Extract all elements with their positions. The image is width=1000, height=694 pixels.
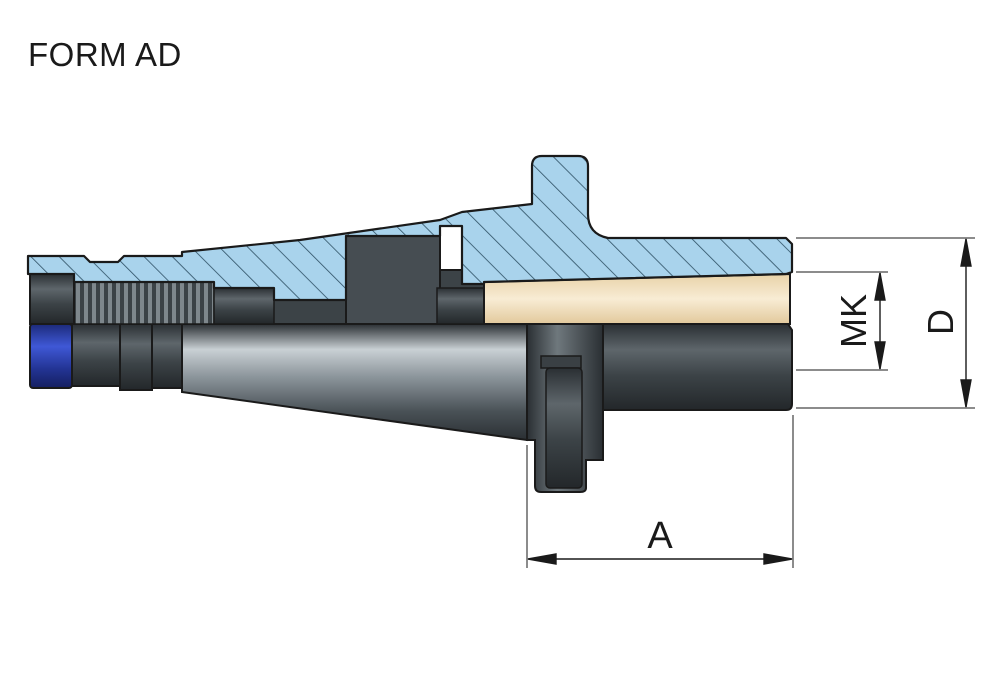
dimension-a — [527, 553, 793, 565]
blue-end-ring — [29, 323, 73, 389]
dimension-d — [960, 238, 972, 408]
label-mk: MK — [833, 294, 874, 348]
inner-sleeve — [213, 287, 275, 325]
retention-ring-3 — [151, 323, 183, 389]
label-d: D — [920, 309, 961, 335]
flange-slot — [540, 355, 582, 369]
flange-tooth — [545, 367, 583, 489]
front-cylinder-lower — [602, 323, 793, 411]
rear-nut — [29, 273, 75, 325]
taper-shank — [181, 323, 528, 442]
dimension-extension-lines — [526, 237, 975, 568]
dimension-mk — [874, 272, 886, 370]
drawbar-thread — [73, 281, 215, 325]
inner-cavity — [345, 235, 441, 325]
inner-step — [436, 287, 486, 325]
page-title: FORM AD — [28, 36, 182, 73]
label-a: A — [647, 515, 673, 557]
retention-ring-1 — [71, 323, 121, 387]
section-body — [26, 154, 794, 302]
retention-ring-2 — [119, 323, 153, 391]
